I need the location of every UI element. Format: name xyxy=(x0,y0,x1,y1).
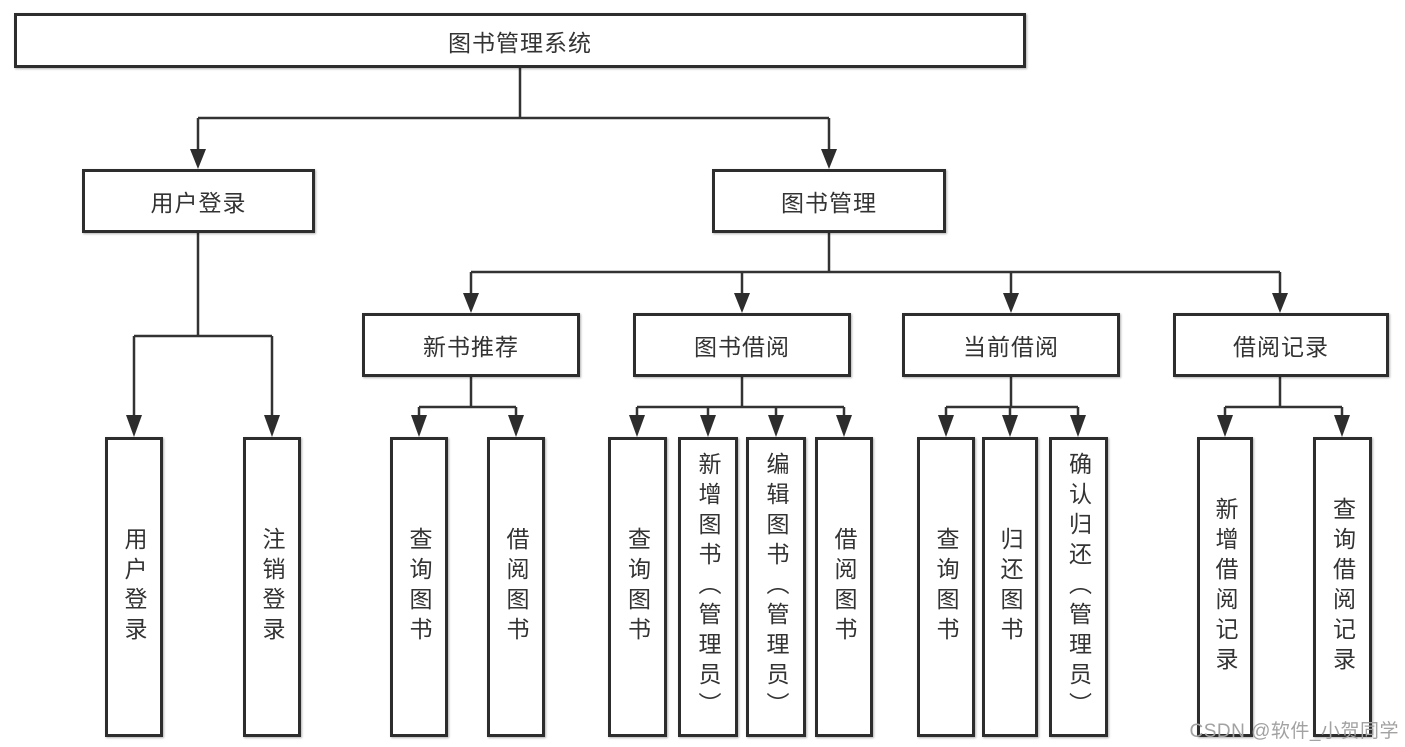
connector-book-borrow-children xyxy=(635,377,846,417)
node-book-borrow: 图书借阅 xyxy=(633,313,851,377)
leaf-logout: 注销登录 xyxy=(243,437,301,737)
node-book-mgmt: 图书管理 xyxy=(712,169,946,233)
connector-current-borrow-children xyxy=(944,377,1080,417)
node-current-borrow: 当前借阅 xyxy=(902,313,1120,377)
leaf-query-book-1: 查询图书 xyxy=(390,437,448,737)
leaf-borrow-book-2: 借阅图书 xyxy=(815,437,873,737)
leaf-query-borrow-record: 查询借阅记录 xyxy=(1313,437,1372,737)
leaf-edit-book-admin: 编辑图书（管理员） xyxy=(746,437,806,737)
leaf-return-book: 归还图书 xyxy=(982,437,1038,737)
csdn-watermark: CSDN @软件_小贺同学 xyxy=(1189,721,1399,742)
connector-new-book-rec-children xyxy=(417,377,518,417)
connector-user-login-children xyxy=(132,233,274,417)
connector-root-to-level2 xyxy=(196,68,831,149)
node-new-book-rec: 新书推荐 xyxy=(362,313,580,377)
node-borrow-record: 借阅记录 xyxy=(1173,313,1389,377)
connector-book-mgmt-children xyxy=(469,233,1282,293)
leaf-confirm-return-admin: 确认归还（管理员） xyxy=(1049,437,1108,737)
node-user-login: 用户登录 xyxy=(82,169,315,233)
leaf-query-book-3: 查询图书 xyxy=(917,437,975,737)
node-root: 图书管理系统 xyxy=(14,13,1026,68)
arrowhead-icons xyxy=(126,149,1350,437)
leaf-add-book-admin: 新增图书（管理员） xyxy=(678,437,738,737)
connector-borrow-record-children xyxy=(1223,377,1344,417)
leaf-borrow-book-1: 借阅图书 xyxy=(487,437,545,737)
leaf-add-borrow-record: 新增借阅记录 xyxy=(1197,437,1253,737)
leaf-user-login: 用户登录 xyxy=(105,437,163,737)
leaf-query-book-2: 查询图书 xyxy=(608,437,667,737)
